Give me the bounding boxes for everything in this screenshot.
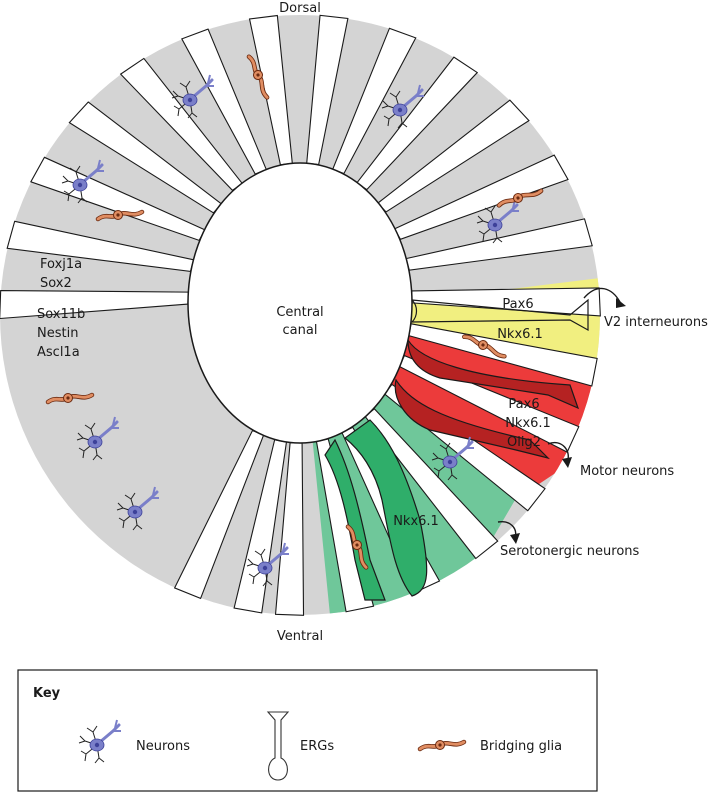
marker-nestin: Nestin — [37, 326, 78, 341]
radial-glia-divider — [364, 408, 499, 560]
key-title: Key — [33, 686, 61, 701]
red-marker-pax6: Pax6 — [508, 397, 539, 412]
domain-ergs — [324, 298, 589, 601]
motor-arrowhead — [562, 457, 572, 468]
yellow-erg-1 — [410, 298, 589, 332]
dorsal-label: Dorsal — [279, 1, 321, 16]
radial-glia-divider — [119, 57, 244, 192]
v2-arrowhead — [616, 298, 626, 308]
red-marker-olig2: Olig2 — [507, 435, 541, 450]
serotonergic-arrowhead — [510, 533, 520, 544]
red-marker-nkx6-1: Nkx6.1 — [505, 416, 551, 431]
erg-icon — [266, 711, 290, 781]
green-erg-2 — [324, 438, 386, 601]
ventral-label: Ventral — [277, 629, 323, 644]
red-erg-1 — [407, 337, 580, 410]
v2-interneurons-label: V2 interneurons — [604, 315, 708, 330]
motor-neurons-label: Motor neurons — [580, 464, 674, 479]
green-erg-1 — [344, 419, 428, 597]
key-label-ergs: ERGs — [300, 739, 334, 754]
green-marker-nkx6-1: Nkx6.1 — [393, 514, 439, 529]
marker-foxj1a: Foxj1a — [40, 257, 82, 272]
central-canal — [187, 162, 413, 444]
key-label-bridging-glia: Bridging glia — [480, 739, 562, 754]
marker-sox11b: Sox11b — [37, 307, 85, 322]
red-erg-2 — [394, 378, 550, 460]
yellow-marker-nkx6-1: Nkx6.1 — [497, 327, 543, 342]
yellow-marker-pax6: Pax6 — [502, 297, 533, 312]
key-label-neurons: Neurons — [136, 739, 190, 754]
marker-ascl1a: Ascl1a — [37, 345, 80, 360]
arrow-heads — [510, 298, 626, 544]
central-canal-label-line2: canal — [283, 323, 318, 338]
radial-glia-divider — [68, 101, 223, 214]
key-box: Key Neurons ERGs Bridging glia — [17, 669, 598, 792]
marker-sox2: Sox2 — [40, 276, 72, 291]
central-canal-label-line1: Central — [276, 305, 323, 320]
serotonergic-neurons-label: Serotonergic neurons — [500, 544, 640, 559]
v2-arrow — [583, 287, 621, 303]
